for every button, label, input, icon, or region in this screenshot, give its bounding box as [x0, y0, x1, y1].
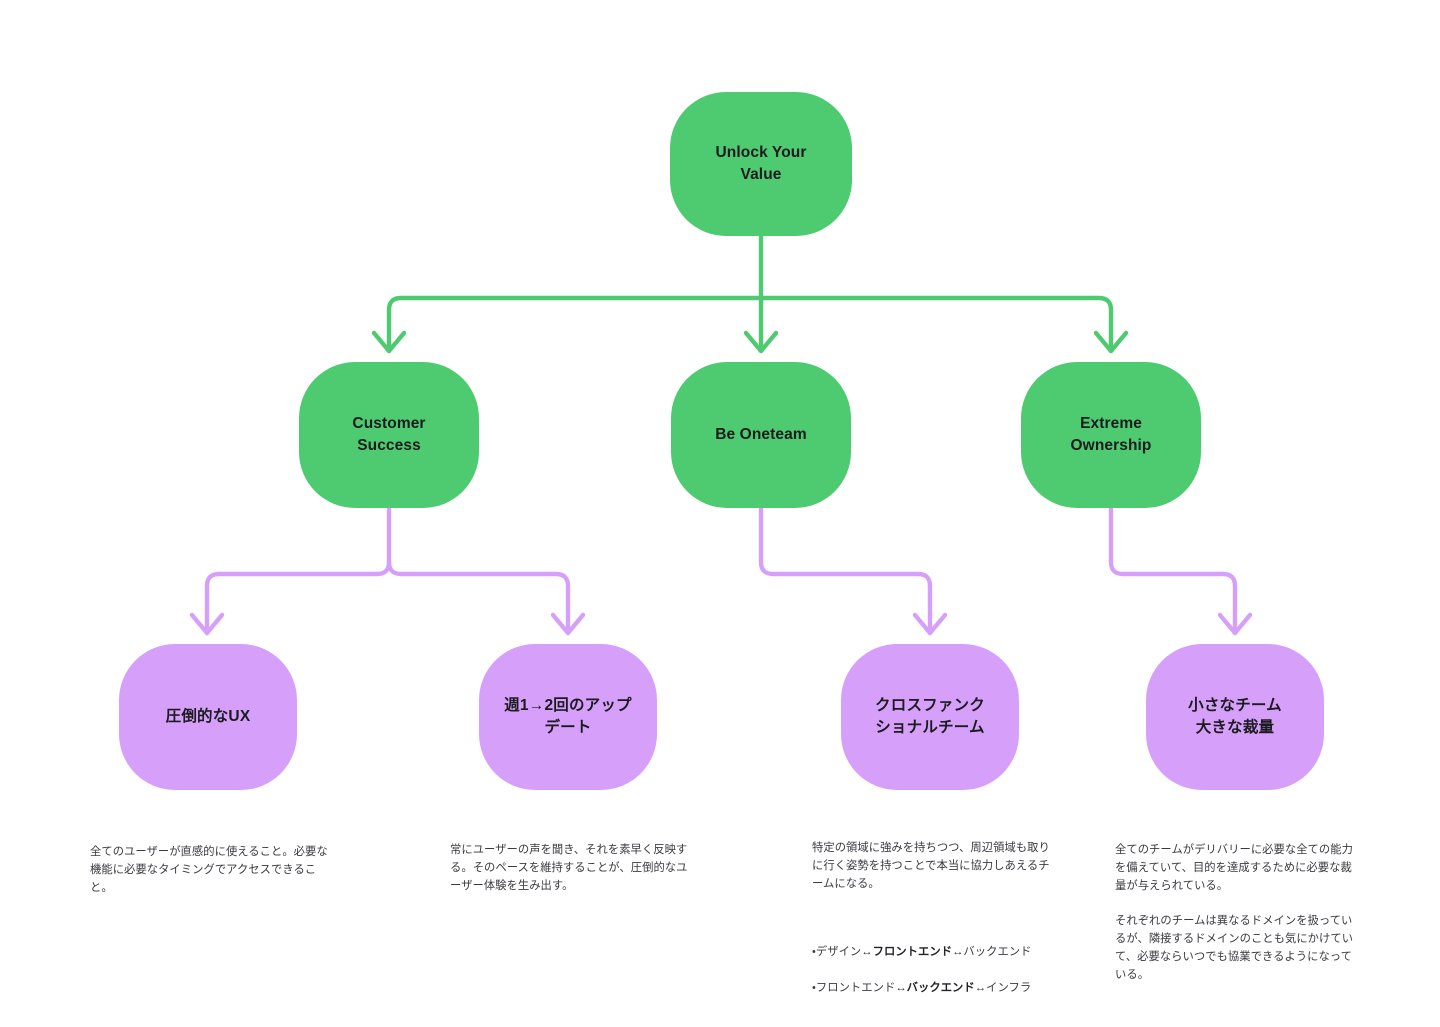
node-extreme-ownership[interactable]: Extreme Ownership	[1021, 362, 1201, 508]
caption-paragraph: 全てのユーザーが直感的に使えること。必要な機能に必要なタイミングでアクセスできる…	[90, 845, 328, 894]
caption-bullet-list: ・デザイン↔フロントエンド↔バックエンド ・フロントエンド↔バックエンド↔インフ…	[812, 926, 1055, 1015]
purple-connectors	[189, 506, 1253, 636]
green-arrowhead-extreme-ownership	[1093, 330, 1129, 354]
node-label: Be Oneteam	[715, 426, 807, 443]
caption-bullet-item: ・フロントエンド↔バックエンド↔インフラ	[812, 980, 1055, 998]
purple-arrowhead-small-team	[1217, 612, 1253, 636]
node-label: クロスファンク ショナルチーム	[875, 697, 985, 736]
caption-cross-functional-team: 特定の領域に強みを持ちつつ、周辺領域も取りに行く姿勢を持つことで本当に協力しあえ…	[812, 822, 1055, 1027]
purple-edge-to-small-team	[1108, 506, 1238, 636]
node-label: Extreme Ownership	[1070, 415, 1152, 454]
caption-paragraph: 特定の領域に強みを持ちつつ、周辺領域も取りに行く姿勢を持つことで本当に協力しあえ…	[812, 841, 1050, 890]
node-label: 小さなチーム 大きな裁量	[1188, 697, 1282, 736]
node-be-oneteam[interactable]: Be Oneteam	[671, 362, 851, 508]
caption-small-team-big-autonomy: 全てのチームがデリバリーに必要な全ての能力を備えていて、目的を達成するために必要…	[1115, 824, 1358, 1002]
caption-paragraph: 全てのチームがデリバリーに必要な全ての能力を備えていて、目的を達成するために必要…	[1115, 843, 1353, 892]
caption-bullet-item: ・デザイン↔フロントエンド↔バックエンド	[812, 944, 1055, 962]
caption-overwhelming-ux: 全てのユーザーが直感的に使えること。必要な機能に必要なタイミングでアクセスできる…	[90, 826, 333, 915]
caption-paragraph: それぞれのチームは異なるドメインを扱っているが、隣接するドメインのことも気にかけ…	[1115, 915, 1354, 981]
purple-arrowhead-cross-functional	[912, 612, 948, 636]
node-label: Unlock Your Value	[715, 144, 807, 183]
bullet-suffix: ↔インフラ	[974, 981, 1032, 994]
node-customer-success[interactable]: Customer Success	[299, 362, 479, 508]
node-small-team-big-autonomy[interactable]: 小さなチーム 大きな裁量	[1146, 644, 1324, 790]
bullet-prefix: ・デザイン↔	[812, 946, 873, 959]
node-overwhelming-ux[interactable]: 圧倒的なUX	[119, 644, 297, 790]
node-cross-functional-team[interactable]: クロスファンク ショナルチーム	[841, 644, 1019, 790]
node-unlock-your-value[interactable]: Unlock Your Value	[670, 92, 852, 236]
caption-release-cadence: 常にユーザーの声を聞き、それを素早く反映する。そのペースを維持することが、圧倒的…	[450, 824, 693, 913]
node-label: 圧倒的なUX	[165, 708, 251, 725]
node-release-cadence[interactable]: 週1→2回のアップ デート	[479, 644, 657, 790]
purple-arrowhead-ux	[189, 612, 225, 636]
purple-edge-to-cross-functional	[758, 506, 933, 636]
bullet-strong: フロントエンド	[872, 946, 953, 959]
caption-paragraph: 常にユーザーの声を聞き、それを素早く反映する。そのペースを維持することが、圧倒的…	[450, 843, 688, 892]
purple-edge-to-release-cadence	[386, 559, 571, 636]
green-edge-to-customer-success	[386, 295, 764, 354]
green-edge-to-extreme-ownership	[758, 295, 1114, 354]
node-label: 週1→2回のアップ デート	[504, 697, 632, 736]
green-arrowhead-customer-success	[371, 330, 407, 354]
node-label: Customer Success	[352, 415, 426, 454]
green-arrowhead-be-oneteam	[743, 330, 779, 354]
bullet-prefix: ・フロントエンド↔	[812, 981, 907, 994]
bullet-strong: バックエンド	[906, 981, 975, 994]
purple-arrowhead-release-cadence	[550, 612, 586, 636]
purple-edge-to-ux	[204, 506, 392, 636]
green-connectors	[371, 233, 1129, 354]
bullet-suffix: ↔バックエンド	[952, 946, 1032, 959]
